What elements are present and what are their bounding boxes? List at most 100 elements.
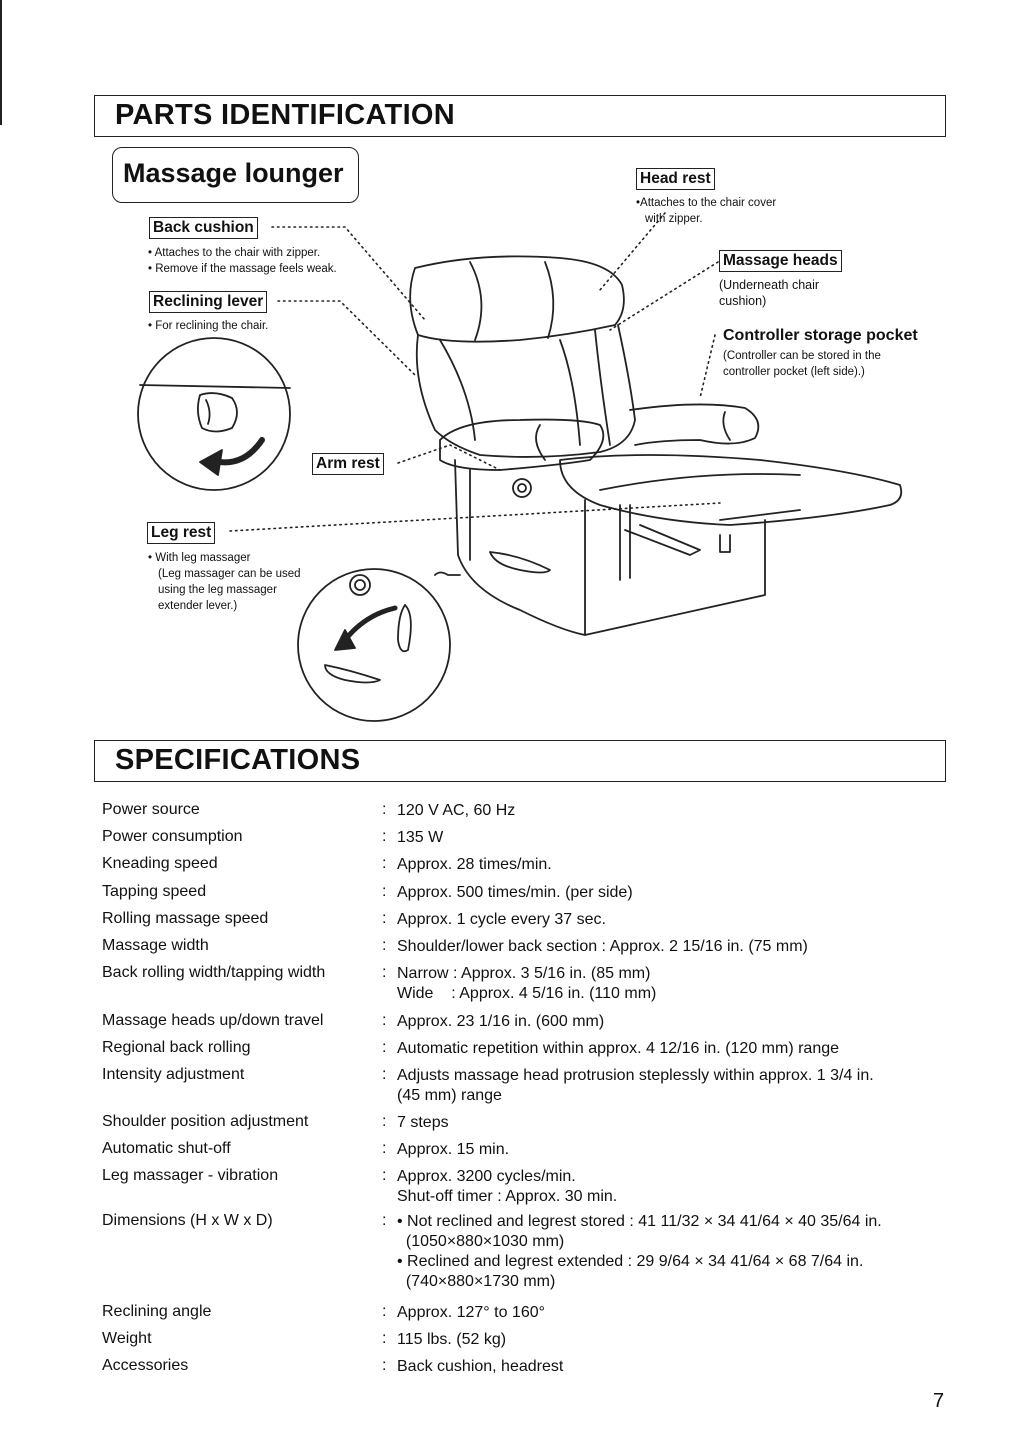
spec-value: Approx. 15 min. — [397, 1140, 957, 1160]
spec-label: Regional back rolling — [102, 1039, 251, 1056]
controller-pocket-note-2: controller pocket (left side).) — [723, 366, 865, 378]
specs-section-header: SPECIFICATIONS — [94, 740, 946, 782]
spec-label: Massage heads up/down travel — [102, 1012, 324, 1029]
chair-illustration — [137, 212, 903, 722]
spec-label: Dimensions (H x W x D) — [102, 1212, 273, 1229]
reclining-lever-detail — [137, 337, 291, 491]
spec-label: Leg massager - vibration — [102, 1167, 279, 1184]
leg-rest-note-4: extender lever.) — [158, 600, 238, 612]
spec-value-line: (45 mm) range — [397, 1087, 502, 1104]
chair-left-arm — [439, 418, 605, 471]
spec-colon: : — [382, 883, 387, 900]
spec-colon: : — [382, 1039, 387, 1056]
chair-base — [454, 459, 766, 636]
spec-colon: : — [382, 1330, 387, 1347]
spec-value-line: Approx. 500 times/min. (per side) — [397, 884, 633, 901]
leg-rest-note-1: • With leg massager — [148, 552, 251, 564]
spec-label: Massage width — [102, 937, 209, 954]
back-cushion-label: Back cushion — [149, 217, 258, 239]
parts-section-header: PARTS IDENTIFICATION — [94, 95, 946, 137]
spec-value-line: • Reclined and legrest extended : 29 9/6… — [397, 1253, 864, 1270]
controller-pocket-note-1: (Controller can be stored in the — [723, 350, 881, 362]
spec-value: Automatic repetition within approx. 4 12… — [397, 1039, 957, 1059]
massage-heads-note-1: (Underneath chair — [719, 278, 820, 292]
spec-label: Kneading speed — [102, 855, 218, 872]
spec-value: 7 steps — [397, 1113, 957, 1133]
parts-title: PARTS IDENTIFICATION — [115, 99, 456, 131]
spec-label: Power source — [102, 801, 200, 818]
leg-rest-note-2: (Leg massager can be used — [158, 568, 301, 580]
spec-value-line: Approx. 127° to 160° — [397, 1304, 546, 1321]
spec-value-line: 135 W — [397, 829, 444, 846]
spec-value: Shoulder/lower back section : Approx. 2 … — [397, 937, 957, 957]
spec-value: Approx. 500 times/min. (per side) — [397, 883, 957, 903]
spec-label: Back rolling width/tapping width — [102, 964, 326, 981]
spec-value-line: 115 lbs. (52 kg) — [397, 1331, 507, 1348]
spec-value-line: (1050×880×1030 mm) — [397, 1233, 565, 1250]
spec-value: Approx. 3200 cycles/min. Shut-off timer :… — [397, 1167, 957, 1207]
spec-colon: : — [382, 1357, 387, 1374]
spec-label: Shoulder position adjustment — [102, 1113, 309, 1130]
spec-value: 120 V AC, 60 Hz — [397, 801, 957, 821]
spec-value-line: Approx. 1 cycle every 37 sec. — [397, 911, 606, 928]
spec-value-line: Wide : Approx. 4 5/16 in. (110 mm) — [397, 985, 657, 1002]
page-number: 7 — [933, 1390, 945, 1412]
spec-colon: : — [382, 801, 387, 818]
spec-value-line: Approx. 28 times/min. — [397, 856, 552, 873]
spec-value: Approx. 1 cycle every 37 sec. — [397, 910, 957, 930]
spec-colon: : — [382, 964, 387, 981]
spec-value: Back cushion, headrest — [397, 1357, 957, 1377]
spec-value-line: Approx. 23 1/16 in. (600 mm) — [397, 1013, 605, 1030]
spec-value-line: Shoulder/lower back section : Approx. 2 … — [397, 938, 808, 955]
spec-label: Accessories — [102, 1357, 189, 1374]
massage-heads-note-2: cushion) — [719, 294, 767, 308]
spec-value-line: Adjusts massage head protrusion stepless… — [397, 1067, 874, 1084]
leg-massager-detail — [297, 568, 451, 722]
spec-value-line: • Not reclined and legrest stored : 41 1… — [397, 1213, 882, 1230]
spec-value-line: Approx. 3200 cycles/min. — [397, 1168, 576, 1185]
spec-value: Adjusts massage head protrusion stepless… — [397, 1066, 957, 1106]
spec-value-line: Narrow : Approx. 3 5/16 in. (85 mm) — [397, 965, 651, 982]
spec-value-line: Approx. 15 min. — [397, 1141, 510, 1158]
spec-value: Approx. 127° to 160° — [397, 1303, 957, 1323]
head-rest-label: Head rest — [636, 168, 715, 190]
massage-lounger-subtitle: Massage lounger — [112, 147, 359, 203]
spec-value-line: Automatic repetition within approx. 4 12… — [397, 1040, 840, 1057]
leg-rest-note-3: using the leg massager — [158, 584, 277, 596]
spec-colon: : — [382, 1012, 387, 1029]
back-cushion-note-2: • Remove if the massage feels weak. — [148, 263, 337, 275]
spec-label: Intensity adjustment — [102, 1066, 245, 1083]
chair-backrest — [415, 324, 636, 458]
spec-value-line: Back cushion, headrest — [397, 1358, 564, 1375]
spec-colon: : — [382, 937, 387, 954]
chair-legrest — [559, 454, 903, 526]
head-rest-note-2: with zipper. — [645, 213, 703, 225]
margin-rule — [0, 0, 2, 125]
controller-pocket-label: Controller storage pocket — [723, 327, 918, 344]
spec-colon: : — [382, 1113, 387, 1130]
subtitle-text: Massage lounger — [123, 158, 344, 188]
spec-value-line: 120 V AC, 60 Hz — [397, 802, 516, 819]
arm-rest-label: Arm rest — [312, 453, 384, 475]
spec-colon: : — [382, 910, 387, 927]
spec-colon: : — [382, 1066, 387, 1083]
spec-value: Approx. 28 times/min. — [397, 855, 957, 875]
spec-value: Approx. 23 1/16 in. (600 mm) — [397, 1012, 957, 1032]
spec-value-line: Shut-off timer : Approx. 30 min. — [397, 1188, 618, 1205]
spec-colon: : — [382, 1212, 387, 1229]
spec-colon: : — [382, 828, 387, 845]
spec-label: Power consumption — [102, 828, 243, 845]
spec-value: • Not reclined and legrest stored : 41 1… — [397, 1212, 957, 1292]
back-cushion-note-1: • Attaches to the chair with zipper. — [148, 247, 321, 259]
reclining-lever-label: Reclining lever — [149, 291, 268, 313]
spec-colon: : — [382, 1167, 387, 1184]
spec-value-line: (740×880×1730 mm) — [397, 1273, 556, 1290]
chair-right-arm — [629, 403, 760, 446]
reclining-lever-note: • For reclining the chair. — [148, 320, 269, 332]
spec-label: Weight — [102, 1330, 152, 1347]
spec-label: Automatic shut-off — [102, 1140, 231, 1157]
head-rest-note-1: •Attaches to the chair cover — [636, 197, 777, 209]
spec-value: Narrow : Approx. 3 5/16 in. (85 mm) Wide … — [397, 964, 957, 1004]
spec-label: Rolling massage speed — [102, 910, 269, 927]
specs-title: SPECIFICATIONS — [115, 744, 361, 776]
